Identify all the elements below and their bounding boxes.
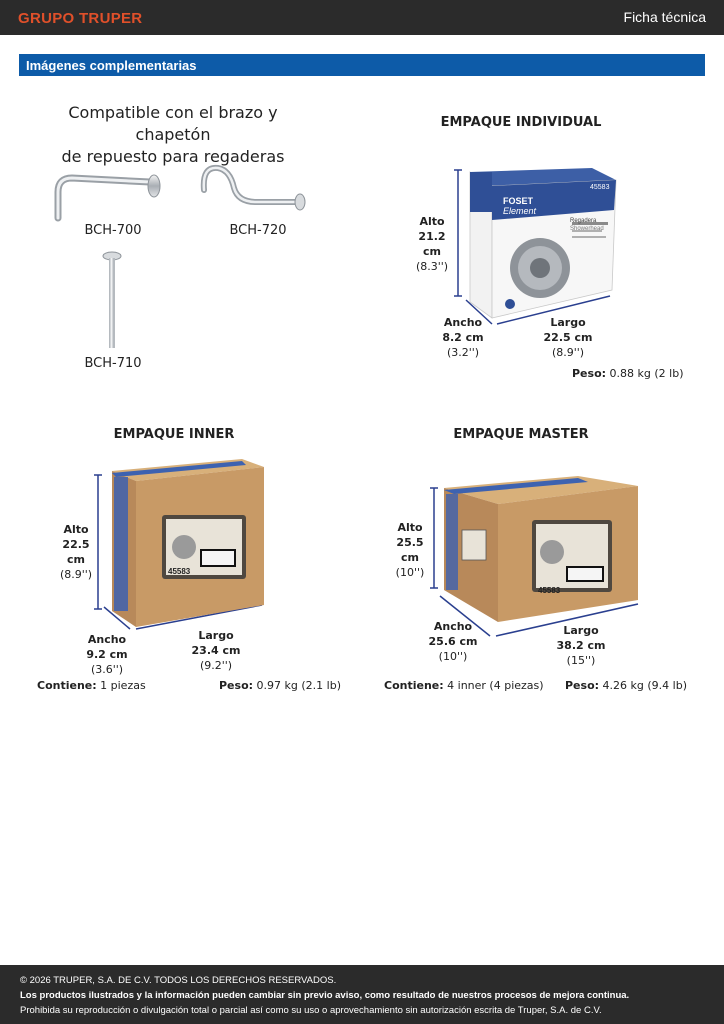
master-width-label: Ancho (433, 620, 473, 633)
master-height-label: Alto (397, 521, 423, 534)
individual-length-value: 22.5 cm (543, 331, 593, 344)
master-length-imperial: (15'') (566, 654, 596, 667)
master-package-box-image (430, 476, 639, 637)
individual-width-label: Ancho (443, 316, 483, 329)
master-contents: Contiene: 4 inner (4 piezas) (384, 679, 544, 692)
inner-weight-label: Peso: (219, 679, 254, 692)
master-length-value: 38.2 cm (556, 639, 606, 652)
master-weight: Peso: 4.26 kg (9.4 lb) (565, 679, 687, 692)
master-length-dimension: Largo 38.2 cm (15'') (553, 623, 609, 668)
part-code-bch700: BCH-700 (84, 223, 142, 238)
master-contents-value: 4 inner (4 piezas) (447, 679, 544, 692)
inner-height-value: 22.5 cm (62, 538, 90, 566)
individual-weight-label: Peso: (572, 367, 607, 380)
shower-arm-l-icon (54, 174, 161, 222)
individual-height-imperial: (8.3'') (415, 260, 449, 273)
inner-height-imperial: (8.9'') (59, 568, 93, 581)
part-code-bch710: BCH-710 (84, 356, 142, 371)
inner-box-sku-label: 45583 (168, 567, 191, 576)
individual-length-label: Largo (550, 316, 586, 329)
master-contents-label: Contiene: (384, 679, 444, 692)
individual-width-dimension: Ancho 8.2 cm (3.2'') (438, 315, 488, 360)
inner-width-label: Ancho (87, 633, 127, 646)
master-weight-value: 4.26 kg (9.4 lb) (602, 679, 687, 692)
compatible-title-line2: de repuesto para regaderas (61, 147, 285, 166)
master-length-label: Largo (563, 624, 599, 637)
individual-package-title: EMPAQUE INDIVIDUAL (440, 115, 602, 130)
master-height-value: 25.5 cm (396, 536, 424, 564)
footer: © 2026 TRUPER, S.A. DE C.V. TODOS LOS DE… (0, 965, 724, 1024)
footer-notice: Los productos ilustrados y la informació… (20, 990, 630, 1001)
inner-height-label: Alto (63, 523, 89, 536)
box-brand-label: FOSET (503, 196, 534, 206)
inner-weight: Peso: 0.97 kg (2.1 lb) (219, 679, 341, 692)
inner-contents-label: Contiene: (37, 679, 97, 692)
shower-arm-s-icon (200, 164, 306, 211)
individual-package-box-image (454, 168, 617, 325)
inner-package-title: EMPAQUE INNER (113, 427, 235, 442)
document-type: Ficha técnica (623, 9, 706, 25)
individual-length-dimension: Largo 22.5 cm (8.9'') (540, 315, 596, 360)
individual-height-label: Alto (419, 215, 445, 228)
inner-package-box-image (94, 459, 264, 630)
box-product-label: Regadera (570, 218, 597, 224)
box-product-en-label: Showerhead (570, 226, 604, 232)
individual-width-value: 8.2 cm (442, 331, 484, 344)
inner-width-value: 9.2 cm (86, 648, 128, 661)
inner-length-value: 23.4 cm (191, 644, 241, 657)
footer-copyright: © 2026 TRUPER, S.A. DE C.V. TODOS LOS DE… (20, 975, 337, 986)
master-package-title: EMPAQUE MASTER (453, 427, 589, 442)
master-width-dimension: Ancho 25.6 cm (10'') (428, 619, 478, 664)
individual-weight-value: 0.88 kg (2 lb) (609, 367, 684, 380)
inner-height-dimension: Alto 22.5 cm (8.9'') (52, 522, 100, 582)
inner-length-imperial: (9.2'') (199, 659, 233, 672)
master-width-imperial: (10'') (438, 650, 468, 663)
inner-contents: Contiene: 1 piezas (37, 679, 146, 692)
brand-logo: GRUPO TRUPER (18, 10, 143, 27)
master-box-sku-label: 45583 (538, 586, 561, 595)
individual-weight: Peso: 0.88 kg (2 lb) (572, 367, 684, 380)
part-code-bch720: BCH-720 (229, 223, 287, 238)
inner-weight-value: 0.97 kg (2.1 lb) (256, 679, 341, 692)
shower-arm-vertical-icon (102, 251, 122, 348)
section-header-bar: Imágenes complementarias (19, 54, 705, 76)
top-header-bar: GRUPO TRUPER Ficha técnica (0, 0, 724, 35)
inner-width-dimension: Ancho 9.2 cm (3.6'') (82, 632, 132, 677)
box-sku-label: 45583 (590, 184, 610, 191)
individual-height-dimension: Alto 21.2 cm (8.3'') (408, 214, 456, 274)
inner-contents-value: 1 piezas (100, 679, 146, 692)
master-height-imperial: (10'') (395, 566, 425, 579)
master-weight-label: Peso: (565, 679, 600, 692)
box-line-label: Element (503, 206, 537, 216)
individual-width-imperial: (3.2'') (446, 346, 480, 359)
individual-length-imperial: (8.9'') (551, 346, 585, 359)
compatible-title-line1: Compatible con el brazo y chapetón (68, 103, 278, 144)
compatible-title: Compatible con el brazo y chapetón de re… (38, 102, 308, 168)
inner-length-dimension: Largo 23.4 cm (9.2'') (188, 628, 244, 673)
inner-length-label: Largo (198, 629, 234, 642)
section-title: Imágenes complementarias (26, 58, 197, 73)
master-width-value: 25.6 cm (428, 635, 478, 648)
inner-width-imperial: (3.6'') (90, 663, 124, 676)
master-height-dimension: Alto 25.5 cm (10'') (386, 520, 434, 580)
footer-prohibition: Prohibida su reproducción o divulgación … (20, 1005, 602, 1016)
individual-height-value: 21.2 cm (418, 230, 446, 258)
